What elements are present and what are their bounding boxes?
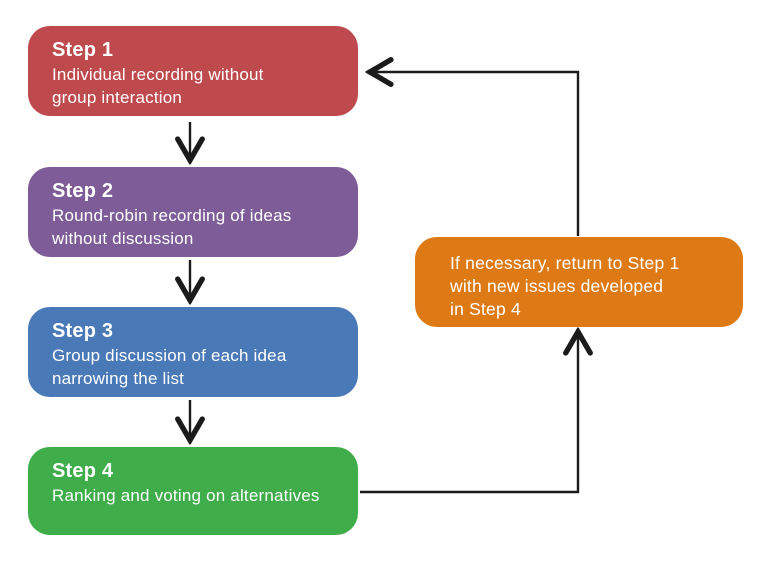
step3-text-line2: narrowing the list: [52, 369, 185, 388]
step1-box: Step 1 Individual recording without grou…: [28, 26, 358, 116]
step1-text-line1: Individual recording without: [52, 65, 264, 84]
step3-text-line1: Group discussion of each idea: [52, 346, 287, 365]
step2-title: Step 2: [52, 180, 114, 202]
feedback-text-line1: If necessary, return to Step 1: [450, 253, 680, 273]
step4-text-line1: Ranking and voting on alternatives: [52, 486, 320, 505]
step3-title: Step 3: [52, 320, 114, 342]
arrow-feedback-to-step1: [372, 72, 580, 236]
feedback-text-line2: with new issues developed: [450, 276, 664, 296]
step3-box: Step 3 Group discussion of each idea nar…: [28, 307, 358, 397]
step2-text-line2: without discussion: [52, 229, 194, 248]
step2-box: Step 2 Round-robin recording of ideas wi…: [28, 167, 358, 257]
feedback-box: If necessary, return to Step 1 with new …: [415, 237, 743, 327]
step4-box: Step 4 Ranking and voting on alternative…: [28, 447, 358, 535]
step1-title: Step 1: [52, 39, 114, 61]
step2-text-line1: Round-robin recording of ideas: [52, 206, 292, 225]
step1-text-line2: group interaction: [52, 88, 183, 107]
feedback-text-line3: in Step 4: [450, 299, 521, 319]
arrow-step4-to-feedback: [360, 334, 578, 494]
step4-title: Step 4: [52, 460, 114, 482]
